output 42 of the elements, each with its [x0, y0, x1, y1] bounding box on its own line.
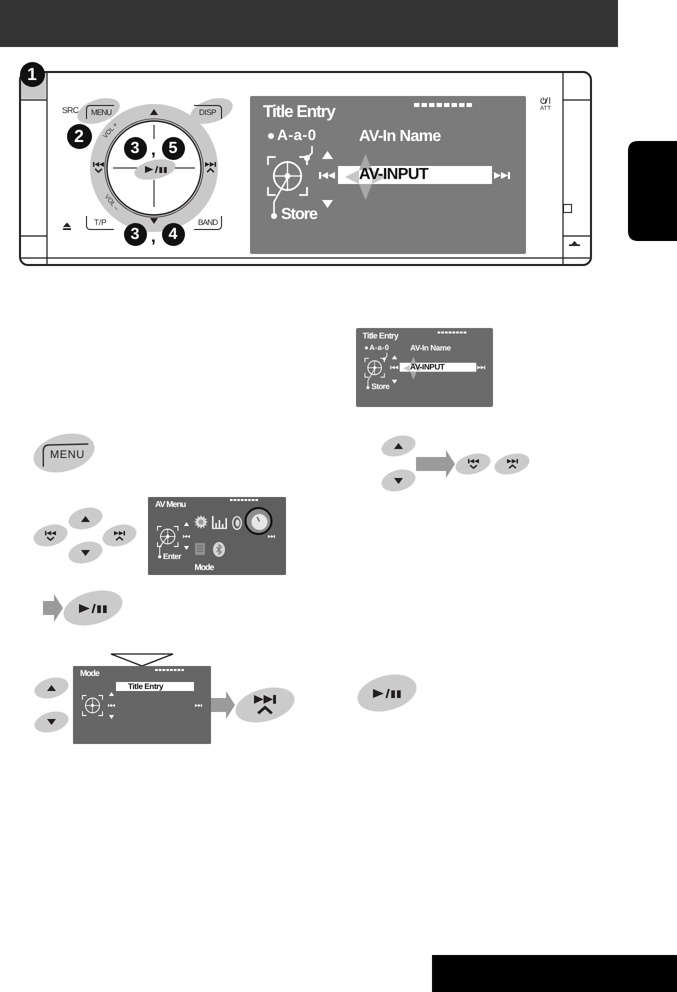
flow-arrow — [416, 450, 455, 478]
screen-heading: Title Entry — [263, 102, 335, 122]
flow-arrow — [43, 594, 63, 622]
side-tab — [628, 141, 677, 241]
hardware-button: T/P — [86, 216, 114, 230]
previous-button — [455, 453, 491, 475]
down-button — [68, 541, 103, 564]
selected-entry: AV-INPUT — [359, 166, 428, 184]
up-button — [381, 435, 416, 457]
callout-number: 1 — [20, 62, 44, 86]
flow-arrow — [211, 691, 235, 719]
source-label: SRC — [62, 105, 78, 116]
callout-separator: , — [151, 228, 156, 245]
up-button — [68, 507, 103, 530]
display-screen — [356, 328, 493, 407]
display-screen — [73, 666, 211, 744]
down-button — [381, 469, 416, 492]
setting-name: AV-In Name — [359, 127, 441, 146]
down-button — [34, 711, 69, 733]
next-button — [235, 687, 295, 723]
callout-separator: , — [151, 141, 156, 158]
screen-heading: Title Entry — [362, 330, 398, 342]
mode-label: Mode — [194, 562, 214, 572]
pointer-arrow — [110, 653, 174, 667]
screen-heading: Mode — [80, 668, 99, 678]
menu-button: MENU — [33, 433, 95, 473]
hardware-button: MENU — [86, 105, 114, 119]
next-button — [494, 453, 530, 475]
previous-button — [33, 524, 68, 547]
display-screen — [250, 96, 526, 254]
display-screen — [148, 497, 286, 575]
up-button — [34, 677, 69, 699]
store-label: Store — [281, 204, 317, 224]
next-button — [102, 524, 137, 547]
play-pause-button — [357, 674, 417, 712]
play-pause-button — [63, 590, 123, 626]
selected-entry: Title Entry — [116, 682, 194, 691]
screen-heading: AV Menu — [155, 499, 186, 510]
enter-label: Enter — [163, 552, 181, 562]
character-type-label: A-a-0 — [277, 127, 317, 145]
hardware-button: DISP — [194, 105, 222, 119]
hardware-button: BAND — [194, 216, 222, 230]
